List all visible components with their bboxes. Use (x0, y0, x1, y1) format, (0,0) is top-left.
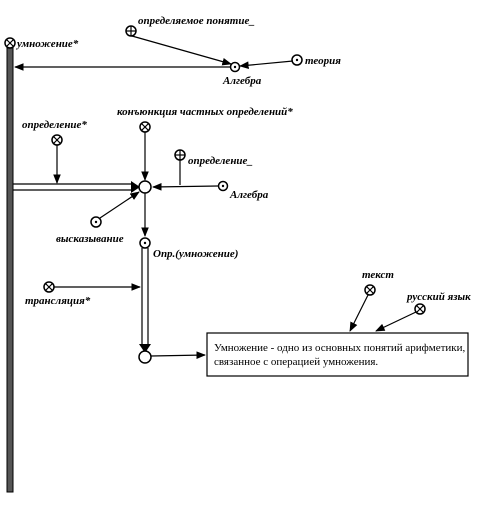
algebra-top-node[interactable] (229, 61, 241, 73)
vyskazyvanie-label: высказывание (56, 233, 124, 245)
content-box[interactable]: Умножение - одно из основных понятий ари… (206, 332, 469, 377)
russkiy-node[interactable] (414, 303, 426, 315)
content-box-line2: связанное с операцией умножения. (214, 356, 378, 368)
opredelyaemoe-node[interactable] (125, 25, 137, 37)
opr-umnozhenie-label: Опр.(умножение) (153, 248, 238, 260)
algebra-mid-node[interactable] (217, 180, 229, 192)
tekst-label: текст (362, 269, 394, 281)
russkiy-arrow (375, 311, 417, 332)
konyunkciya-node[interactable] (139, 121, 151, 133)
konyunkciya-label: конъюнкция частных определений* (117, 106, 293, 118)
umnozhenie-bar (6, 47, 14, 493)
opredelenie-star-node[interactable] (51, 134, 63, 146)
umnozhenie-label: умножение* (15, 38, 79, 50)
tekst-node[interactable] (364, 284, 376, 296)
central-node[interactable] (138, 180, 152, 194)
umnozhenie-node[interactable] (4, 37, 16, 49)
teoriya-node[interactable] (291, 54, 303, 66)
translyaciya-node[interactable] (43, 281, 55, 293)
algebra-mid-arrow (152, 183, 219, 191)
double-arrow-bar-to-center (13, 181, 140, 193)
tekst-arrow (349, 294, 369, 332)
double-arrow-opr-to-bottom (139, 248, 151, 353)
opredelyaemoe-arrow (131, 35, 232, 66)
algebra-top-label: Алгебра (222, 75, 262, 87)
teoriya-label: теория (305, 55, 341, 67)
bottom-node[interactable] (138, 350, 152, 364)
translyaciya-label: трансляция* (25, 295, 91, 307)
opr-umnozhenie-node[interactable] (139, 237, 151, 249)
content-box-line1: Умножение - одно из основных понятий ари… (214, 342, 466, 354)
teoriya-arrow (239, 60, 294, 70)
algebra-mid-label: Алгебра (229, 189, 269, 201)
russkiy-label: русский язык (406, 291, 471, 303)
vyskazyvanie-arrow (99, 191, 140, 219)
opredelenie-underscore-label: определение_ (188, 155, 253, 167)
vyskazyvanie-node[interactable] (90, 216, 102, 228)
opredelyaemoe-label: определяемое понятие_ (138, 15, 255, 27)
opredelenie-star-label: определение* (22, 119, 87, 131)
bottom-to-content-arrow (150, 351, 206, 359)
opredelenie-underscore-node[interactable] (174, 149, 186, 161)
